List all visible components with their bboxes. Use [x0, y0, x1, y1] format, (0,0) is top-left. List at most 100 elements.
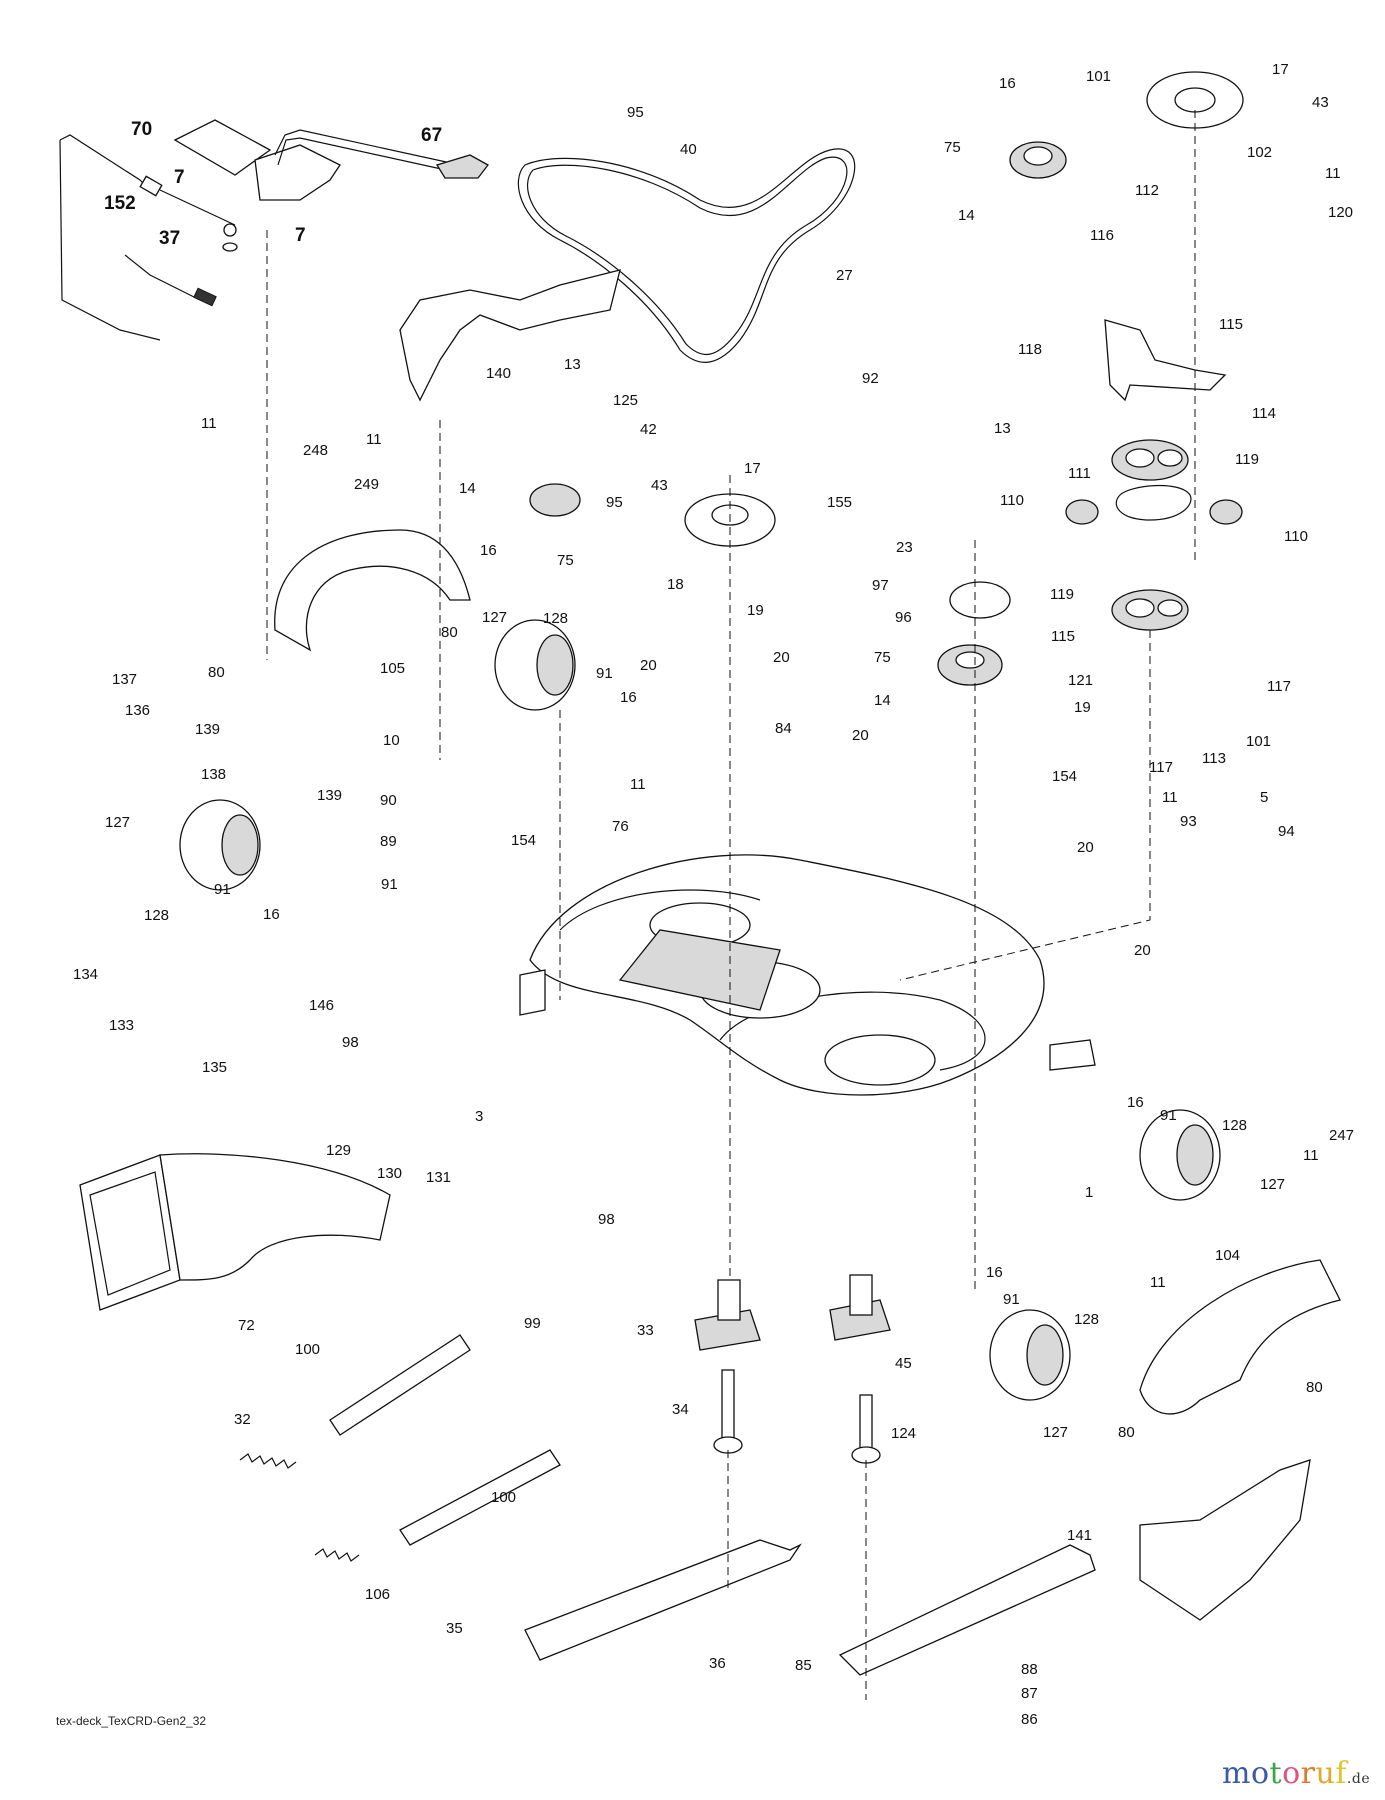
callout-128d: 128 — [1074, 1311, 1100, 1328]
callout-75: 75 — [557, 552, 574, 569]
callout-72: 72 — [238, 1317, 255, 1334]
callout-97: 97 — [872, 577, 889, 594]
callout-84: 84 — [775, 720, 792, 737]
callout-10: 10 — [383, 732, 400, 749]
gearbox-plate — [1104, 319, 1227, 402]
callout-35: 35 — [446, 1620, 463, 1637]
callout-5: 5 — [1260, 789, 1269, 806]
callout-119: 119 — [1235, 451, 1259, 468]
callout-11f: 11 — [1303, 1147, 1319, 1164]
callout-32: 32 — [234, 1411, 251, 1428]
callout-88: 88 — [1021, 1661, 1038, 1678]
callout-105: 105 — [380, 660, 406, 677]
callout-40: 40 — [680, 141, 697, 158]
callout-11d: 11 — [1325, 165, 1341, 182]
callout-7b: 7 — [295, 225, 306, 246]
logo-letter: o — [1250, 1756, 1270, 1791]
callout-16e: 16 — [1127, 1094, 1144, 1111]
callout-19b: 19 — [1074, 699, 1091, 716]
callout-75c: 75 — [874, 649, 891, 666]
callout-23: 23 — [896, 539, 913, 556]
callout-99: 99 — [524, 1315, 541, 1332]
callout-120: 120 — [1328, 204, 1354, 221]
callout-134: 134 — [73, 966, 99, 983]
callout-14: 14 — [459, 480, 476, 497]
callout-139: 139 — [195, 721, 221, 738]
callout-11g: 11 — [1150, 1274, 1166, 1291]
callout-101b: 101 — [1246, 733, 1272, 750]
callout-11b: 11 — [366, 431, 382, 448]
callout-106: 106 — [365, 1586, 391, 1603]
springs — [239, 1453, 360, 1562]
callout-93: 93 — [1180, 813, 1197, 830]
blade-cover-right — [1139, 1259, 1341, 1415]
callout-98: 98 — [342, 1034, 359, 1051]
logo-tld: .de — [1346, 1771, 1371, 1787]
callout-111: 111 — [1068, 465, 1091, 482]
callout-11e: 11 — [1162, 789, 1178, 806]
discharge-chute — [79, 1153, 391, 1311]
callout-152: 152 — [104, 193, 136, 214]
callout-90: 90 — [380, 792, 397, 809]
callout-80b: 80 — [208, 664, 225, 681]
callout-34: 34 — [672, 1401, 689, 1418]
callout-130: 130 — [377, 1165, 403, 1182]
callout-117b: 117 — [1149, 759, 1173, 776]
callout-80: 80 — [441, 624, 458, 641]
callout-42: 42 — [640, 421, 657, 438]
callout-154: 154 — [511, 832, 537, 849]
watermark-logo: motoruf.de — [1222, 1756, 1370, 1791]
callout-43b: 43 — [1312, 94, 1329, 111]
callout-67: 67 — [421, 125, 443, 146]
logo-letter: t — [1269, 1756, 1283, 1791]
callout-76: 76 — [612, 818, 629, 835]
callout-20d: 20 — [1077, 839, 1094, 856]
callout-117: 117 — [1267, 678, 1291, 695]
callout-20: 20 — [640, 657, 657, 674]
callout-45: 45 — [895, 1355, 912, 1372]
callout-91c: 91 — [214, 881, 231, 898]
callout-137: 137 — [112, 671, 138, 688]
callout-17b: 17 — [1272, 61, 1289, 78]
callout-129: 129 — [326, 1142, 352, 1159]
blade-cover-rear — [1139, 1459, 1311, 1621]
callout-133: 133 — [109, 1017, 135, 1034]
drawing-code: tex-deck_TexCRD-Gen2_32 — [56, 1714, 207, 1728]
logo-letter: o — [1282, 1756, 1301, 1791]
callout-154b: 154 — [1052, 768, 1078, 785]
callout-113: 113 — [1202, 750, 1226, 767]
callout-124: 124 — [891, 1425, 917, 1442]
callout-17: 17 — [744, 460, 761, 477]
callout-104: 104 — [1215, 1247, 1241, 1264]
callout-86: 86 — [1021, 1711, 1038, 1728]
callout-91d: 91 — [1160, 1107, 1177, 1124]
callout-249: 249 — [354, 476, 380, 493]
callout-16c: 16 — [263, 906, 280, 923]
logo-letter: u — [1315, 1756, 1336, 1791]
callout-114: 114 — [1252, 405, 1276, 422]
gauge-wheels — [179, 619, 1221, 1401]
callout-91: 91 — [596, 665, 613, 682]
callout-136: 136 — [125, 702, 151, 719]
callout-18: 18 — [667, 576, 684, 593]
callout-87: 87 — [1021, 1685, 1038, 1702]
callout-70: 70 — [131, 119, 153, 140]
callout-7: 7 — [174, 167, 185, 188]
callout-27: 27 — [836, 267, 853, 284]
callout-128b: 128 — [144, 907, 170, 924]
callout-96: 96 — [895, 609, 912, 626]
callout-101: 101 — [1086, 68, 1112, 85]
callout-3: 3 — [475, 1108, 484, 1125]
engagement-lever-assembly — [59, 119, 489, 341]
callout-20c: 20 — [852, 727, 869, 744]
callout-115: 115 — [1219, 316, 1243, 333]
callout-14b: 14 — [958, 207, 975, 224]
callout-85: 85 — [795, 1657, 812, 1674]
callout-100b: 100 — [491, 1489, 517, 1506]
callout-33: 33 — [637, 1322, 654, 1339]
callout-110b: 110 — [1284, 528, 1308, 545]
callout-16: 16 — [480, 542, 497, 559]
callout-110: 110 — [1000, 492, 1024, 509]
callout-80c: 80 — [1306, 1379, 1323, 1396]
